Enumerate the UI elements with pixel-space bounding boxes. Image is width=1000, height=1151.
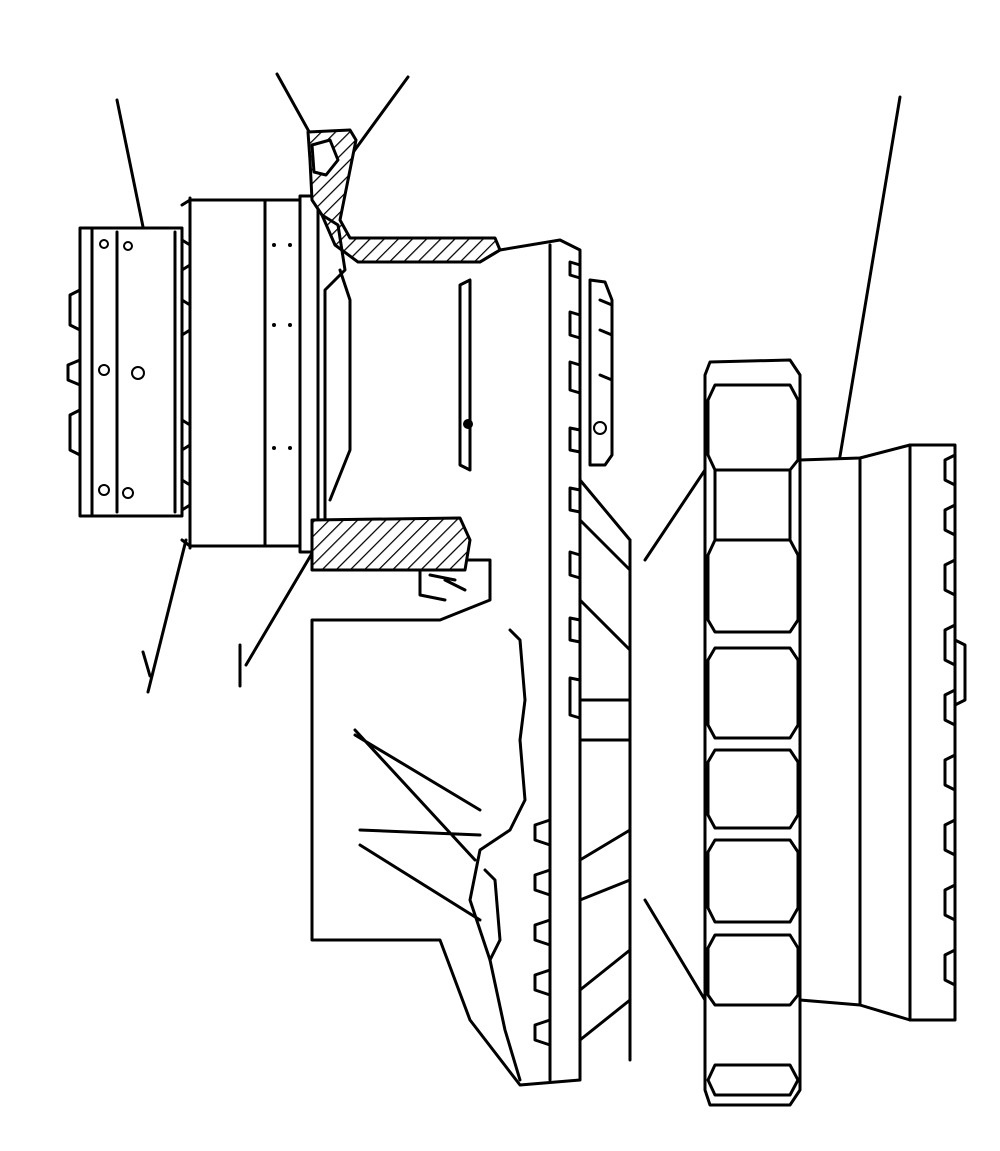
sprocket-spokes [578, 468, 707, 1062]
leader-line-lower-left [146, 538, 188, 694]
housing-upper-section [306, 128, 502, 532]
motor-body [180, 194, 320, 554]
sprocket-wheel [703, 358, 802, 1107]
motor-end-cap [66, 226, 192, 518]
housing-flange-teeth [568, 260, 614, 720]
track-hub [798, 443, 967, 1022]
leader-line-lower-mid [238, 553, 313, 688]
main-housing [310, 238, 582, 1087]
